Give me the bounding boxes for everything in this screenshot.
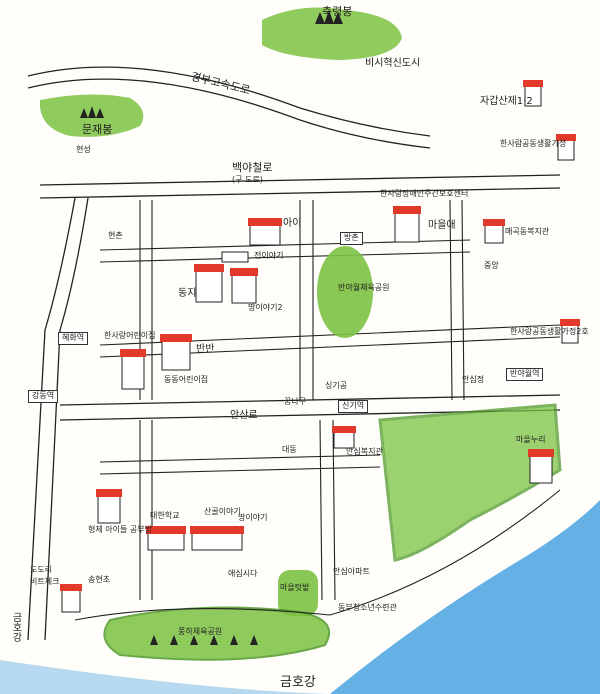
top-city-label: 비시혁신도시	[365, 58, 421, 69]
maeul-nuri-label: 마을누리	[516, 435, 546, 444]
jeonyiyagi-label: 전이야기	[254, 251, 284, 260]
hansarang-home2-label: 한사랑공동생활가정2호	[510, 327, 589, 336]
community-center-label: 한사람공동생활가정	[500, 139, 567, 148]
songhyeon-label: 송현초	[88, 575, 111, 584]
dongdong-label: 동동어린이집	[164, 375, 209, 384]
hyeonseong-label: 현성	[76, 145, 91, 154]
banya-gym-green	[317, 246, 373, 338]
daedong-label: 대동	[282, 445, 297, 454]
baegyacheol-road	[39, 174, 561, 186]
dongji-label: 동지	[178, 288, 197, 299]
buildings	[60, 80, 580, 613]
hyeonchon-label: 현촌	[108, 231, 123, 240]
hyeongje-children-label: 형제 아이들 공부방	[88, 525, 152, 534]
baegyacheol-label: 백야철로	[232, 161, 273, 174]
banban-label: 반반	[196, 344, 215, 355]
ttangiyagi-label: 땅이야기	[238, 513, 268, 522]
dodori-sub-label: 비트체크	[30, 577, 60, 586]
left-diagonal-road	[27, 197, 76, 641]
dongbu-center-label: 동부청소년수련관	[338, 603, 397, 612]
anshimjeong-label: 안심정	[462, 375, 485, 384]
maeul-garden-label: 마을텃밭	[280, 583, 310, 592]
park-tree-icons	[150, 635, 258, 645]
street-3	[59, 394, 561, 406]
dodori-label: 도도리	[30, 565, 53, 574]
street-4	[99, 454, 381, 463]
hansaram-center-label: 한사랑장애인주간보호센터	[380, 189, 469, 198]
singigong-label: 싱기공	[325, 381, 348, 390]
ayi-label: 아이	[283, 218, 302, 229]
hyehwa-label: 혜화역	[58, 332, 89, 345]
gongjeo-label: 꿈나무	[284, 397, 307, 406]
ansanro-label: 안산로	[230, 410, 258, 421]
gangdong-station-label: 강동역	[28, 390, 59, 403]
chuksalbong-hill	[262, 7, 402, 61]
yeongju-label: 매곡동복지관	[505, 227, 550, 236]
aisimsida-label: 애심시다	[228, 569, 258, 578]
left-river-label: 금호강	[10, 612, 21, 642]
expressway-road	[27, 78, 431, 149]
tree-icons	[80, 10, 343, 118]
sanggung-iyagi-label: 산골이야기	[204, 507, 241, 516]
sinkie-label: 신기역	[338, 400, 369, 413]
park-name-label: 풍하체육공원	[178, 627, 223, 636]
banyariver-label: 반야월역	[506, 368, 544, 381]
river-label: 금호강	[280, 675, 316, 690]
banya-gym-label: 반야월체육공원	[338, 283, 390, 292]
maeul-garden	[278, 570, 318, 616]
bottom-park	[103, 606, 331, 661]
hansarang-group-label: 한사랑어린이집	[104, 331, 156, 340]
chuksalbong-label: 축령봉	[322, 5, 353, 18]
ttangiyagi2-label: 땅이야기2	[248, 303, 283, 312]
jungang-label: 중앙	[484, 261, 499, 270]
village-love-label: 마을애	[428, 220, 456, 231]
daehan-school-label: 대한학교	[150, 511, 180, 520]
baegyacheol-sub-label: (구 도로)	[232, 175, 263, 184]
moonjaeng-label: 문재봉	[82, 123, 113, 136]
ansim-apt-label: 안심아파트	[333, 567, 370, 576]
jagapsan-label: 자갑산제1·2	[480, 96, 533, 107]
anshimhouse-label: 안심복지관	[346, 447, 383, 456]
bankbang-label: 방촌	[340, 232, 363, 245]
river	[330, 500, 600, 694]
